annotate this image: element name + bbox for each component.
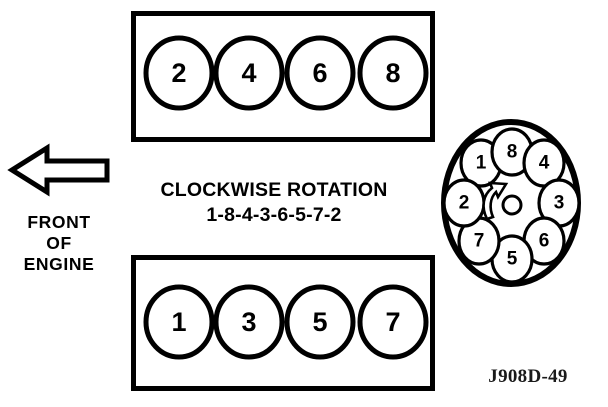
cylinder-circle	[213, 35, 285, 111]
cylinder-circle	[284, 284, 356, 360]
cylinder-number: 2	[171, 58, 186, 88]
cylinder-circle	[143, 35, 215, 111]
terminal-number: 7	[474, 231, 485, 252]
bottom-bank-group: 1 3 5 7	[131, 255, 435, 391]
terminal-number: 2	[459, 193, 470, 214]
cylinder-bottom-3: 5	[284, 284, 356, 360]
cylinder-number: 3	[241, 307, 256, 337]
cylinder-bottom-4: 7	[357, 284, 429, 360]
cylinder-top-2: 4	[213, 35, 285, 111]
cylinder-circle	[284, 35, 356, 111]
cylinder-top-4: 8	[357, 35, 429, 111]
cylinder-top-3: 6	[284, 35, 356, 111]
clockwise-rotation-arrow-icon	[482, 181, 509, 221]
part-number-label: J908D-49	[488, 366, 567, 387]
front-of-engine-group: FRONT OF ENGINE	[7, 143, 110, 274]
cylinder-circle	[357, 284, 429, 360]
terminal-number: 5	[507, 249, 518, 270]
front-label-line1: FRONT	[27, 212, 90, 232]
cylinder-bottom-2: 3	[213, 284, 285, 360]
cylinder-circle	[213, 284, 285, 360]
terminal-number: 1	[476, 153, 487, 174]
terminal-number: 4	[539, 153, 550, 174]
distributor-terminal-6: 6	[522, 216, 566, 266]
front-arrow-icon	[7, 143, 110, 197]
cylinder-number: 8	[385, 58, 400, 88]
cylinder-number: 1	[171, 307, 186, 337]
distributor-cap-group: 1 8 4 3 6	[441, 119, 581, 287]
cylinder-circle	[143, 284, 215, 360]
terminal-number: 6	[539, 231, 550, 252]
rotation-title: CLOCKWISE ROTATION	[160, 179, 387, 201]
distributor-terminal-3: 3	[537, 178, 581, 228]
front-label-line2: OF	[46, 233, 72, 253]
cylinder-top-1: 2	[143, 35, 215, 111]
terminal-number: 8	[507, 142, 518, 163]
cylinder-number: 5	[312, 307, 327, 337]
cylinder-number: 7	[385, 307, 400, 337]
rotation-info-group: CLOCKWISE ROTATION 1-8-4-3-6-5-7-2	[160, 179, 387, 226]
firing-order-text: 1-8-4-3-6-5-7-2	[206, 204, 341, 226]
cylinder-number: 6	[312, 58, 327, 88]
front-label-line3: ENGINE	[24, 254, 95, 274]
top-bank-group: 2 4 6 8	[131, 11, 435, 142]
terminal-number: 3	[554, 193, 565, 214]
cylinder-number: 4	[241, 58, 256, 88]
cylinder-bottom-1: 1	[143, 284, 215, 360]
rotor-shaft-circle	[501, 194, 523, 216]
distributor-terminal-2: 2	[442, 178, 486, 228]
cylinder-circle	[357, 35, 429, 111]
